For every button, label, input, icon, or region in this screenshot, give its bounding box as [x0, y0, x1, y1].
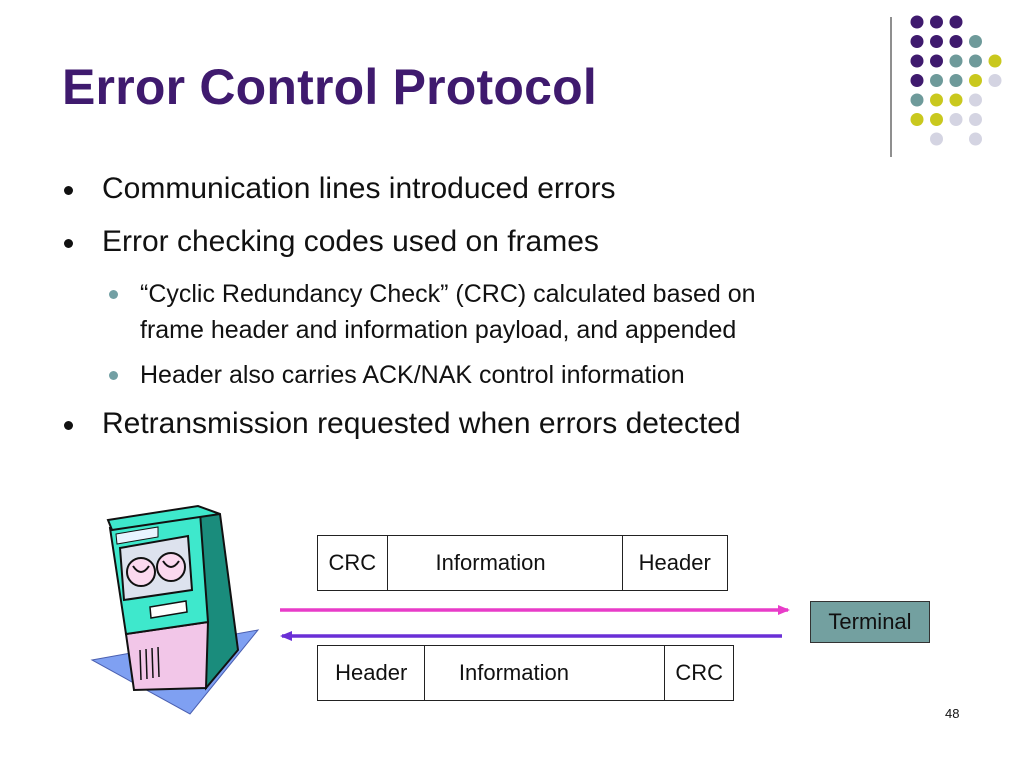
frame-field-crc: CRC	[664, 646, 733, 700]
page-number: 48	[945, 706, 960, 721]
decorative-dot	[949, 54, 963, 68]
frame-field-information: Information	[386, 536, 622, 590]
decorative-dot-grid	[910, 15, 1002, 146]
decorative-dot	[910, 35, 924, 48]
decorative-dot	[988, 54, 1002, 68]
decorative-dot	[910, 74, 924, 87]
bullet-text: Retransmission requested when errors det…	[102, 407, 741, 440]
frame-field-information-label: Information	[458, 660, 569, 685]
bullet-marker	[64, 421, 73, 430]
slide-title: Error Control Protocol	[62, 59, 597, 115]
decorative-dot	[910, 54, 924, 68]
decorative-dot	[949, 93, 963, 107]
frame-field-header: Header	[621, 536, 727, 590]
divider-line	[890, 17, 892, 157]
decorative-dot	[930, 54, 943, 68]
decorative-dot	[969, 54, 982, 68]
frame-field-header: Header	[335, 660, 408, 685]
decorative-dot	[949, 35, 963, 48]
sub-bullet-marker	[109, 290, 118, 299]
bullet-marker	[64, 186, 73, 195]
frame-field-information-label: Information	[435, 550, 546, 575]
frame-field-crc: CRC	[328, 550, 377, 575]
decorative-dot	[910, 113, 924, 126]
bullet-marker	[64, 239, 73, 248]
decorative-dot	[969, 74, 982, 87]
bullet-text: Error checking codes used on frames	[102, 225, 599, 258]
decorative-dot	[949, 15, 963, 29]
decorative-dot	[988, 74, 1002, 87]
decorative-dot	[969, 132, 982, 146]
bullet-text: Communication lines introduced errors	[102, 172, 616, 205]
bullet-item: Error checking codes used on frames	[64, 225, 599, 259]
decorative-dot	[930, 35, 943, 48]
frame-outbound: CRC Information Header	[317, 535, 728, 591]
decorative-dot	[910, 93, 924, 107]
frame-field-information: Information	[424, 646, 664, 700]
decorative-dot	[969, 93, 982, 107]
decorative-dot	[949, 74, 963, 87]
sub-bullet-text: “Cyclic Redundancy Check” (CRC) calculat…	[140, 280, 756, 308]
frame-return: Header Information CRC	[317, 645, 734, 701]
decorative-dot	[949, 113, 963, 126]
bullet-item: Retransmission requested when errors det…	[64, 407, 741, 441]
sub-bullet-item: Header also carries ACK/NAK control info…	[109, 357, 685, 393]
sub-bullet-text: Header also carries ACK/NAK control info…	[140, 361, 685, 389]
sub-bullet-marker	[109, 371, 118, 380]
decorative-dot	[930, 93, 943, 107]
sub-bullet-item: “Cyclic Redundancy Check” (CRC) calculat…	[109, 276, 756, 348]
terminal-box: Terminal	[810, 601, 930, 643]
decorative-dot	[930, 15, 943, 29]
decorative-dot	[969, 35, 982, 48]
sub-bullet-text-continued: frame header and information payload, an…	[140, 316, 737, 344]
decorative-dot	[910, 15, 924, 29]
decorative-dot	[969, 113, 982, 126]
decorative-dot	[930, 132, 943, 146]
bullet-item: Communication lines introduced errors	[64, 172, 616, 206]
decorative-dot	[930, 113, 943, 126]
decorative-dot	[930, 74, 943, 87]
